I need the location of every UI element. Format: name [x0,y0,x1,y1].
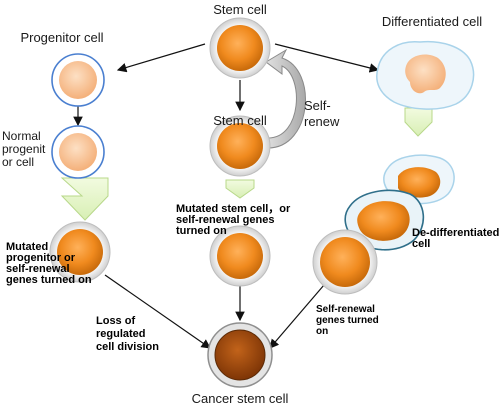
label-mutated-stem-3: turned on [176,225,227,237]
label-normal-progenitor-3: or cell [2,155,34,169]
self-renew-arrow [265,48,306,149]
label-mutated-progenitor-2: progenitor or [6,252,76,264]
label-stem-cell-top: Stem cell [213,2,267,17]
label-progenitor-cell: Progenitor cell [20,30,103,45]
label-differentiated-cell: Differentiated cell [382,14,482,29]
arrow-dediff-to-cancer [269,277,331,349]
label-normal-progenitor-2: progenit [2,142,46,156]
label-mutated-stem-2: self-renewal genes [176,214,274,226]
stem-cell-mid [209,115,271,177]
label-self-renew-1: Self- [304,98,331,113]
dedifferentiated-cell-front [344,189,425,251]
green-chevron-center [225,179,255,199]
progenitor-cell [51,53,105,107]
label-mutated-progenitor-1: Mutated [6,241,48,253]
label-loss-regulated-3: cell division [96,341,159,353]
cancer-stem-cell [207,322,273,388]
label-selfrenewal-genes-1: Self-renewal [316,304,375,315]
label-cancer-stem-cell: Cancer stem cell [192,391,289,406]
label-mutated-progenitor-3: self-renewal [6,263,70,275]
mutated-progenitor-cell [49,221,111,283]
mutated-stem-cell [209,225,271,287]
label-mutated-progenitor-4: genes turned on [6,274,92,286]
arrow-stem-to-differentiated [274,43,380,73]
label-selfrenewal-genes-3: on [316,326,328,337]
label-loss-regulated-1: Loss of [96,315,135,327]
selfrenewal-mutated-cell [312,229,378,295]
arrow-mutprog-to-cancer [104,274,211,349]
label-mutated-stem-1: Mutated stem cell，or [176,203,291,215]
differentiated-cell [376,40,475,110]
label-loss-regulated-2: regulated [96,328,146,340]
label-self-renew-2: renew [304,114,340,129]
label-dedifferentiated-2: cell [412,238,430,250]
green-chevron-left [60,177,109,221]
green-chevron-right [404,107,433,137]
normal-progenitor-cell [51,125,105,179]
label-selfrenewal-genes-2: genes turned [316,315,379,326]
stem-cell-top [209,17,271,79]
label-dedifferentiated-1: De-differentiated [412,227,499,239]
label-stem-cell-mid: Stem cell [213,113,267,128]
label-normal-progenitor-1: Normal [2,129,41,143]
arrow-stem-to-progenitor [116,43,206,73]
